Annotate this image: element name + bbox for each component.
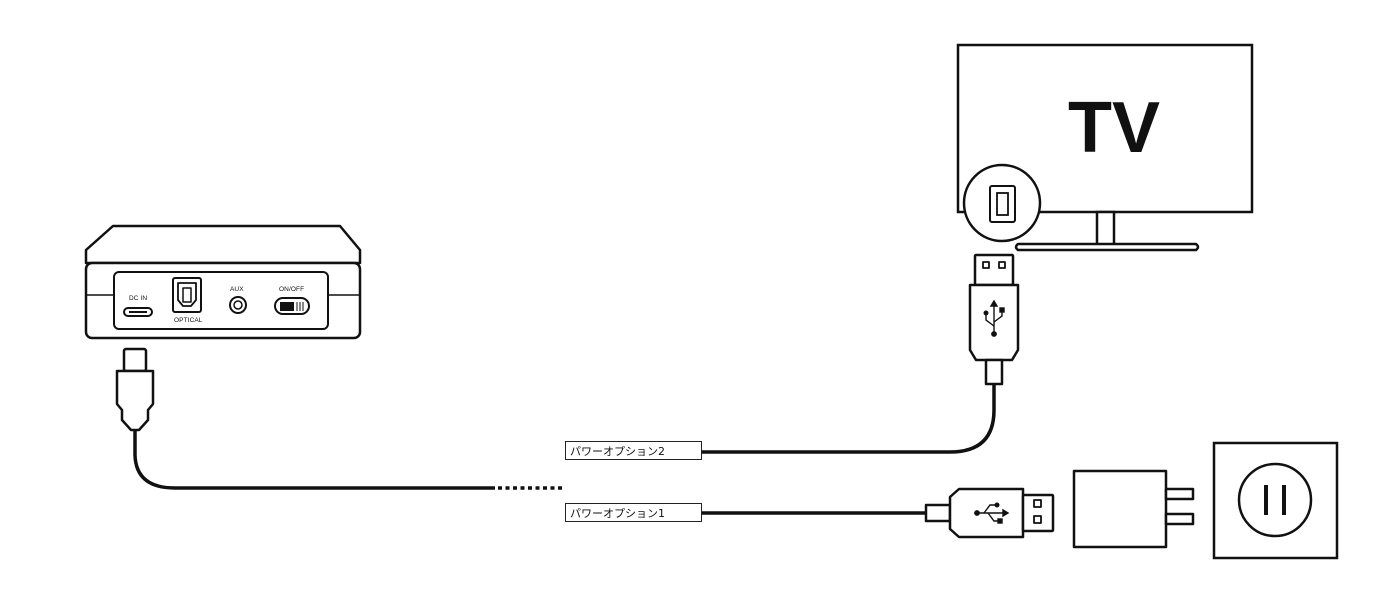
device-top-lid bbox=[84, 224, 362, 265]
tv bbox=[956, 43, 1254, 252]
device-cable bbox=[133, 430, 495, 490]
option2-cable bbox=[702, 384, 996, 454]
switch-label: ON/OFF bbox=[279, 286, 305, 293]
aux-label: AUX bbox=[230, 286, 244, 293]
usb-icon bbox=[983, 299, 1005, 337]
usb-a-plug-adapter bbox=[924, 487, 1055, 539]
usb-c-plug bbox=[115, 347, 155, 432]
port-panel bbox=[113, 271, 329, 330]
optical-label: OPTICAL bbox=[174, 317, 203, 324]
dc-in-label: DC IN bbox=[129, 295, 148, 302]
audio-device bbox=[84, 224, 362, 340]
usb-icon bbox=[974, 502, 1010, 524]
tv-stand bbox=[1014, 242, 1200, 252]
wall-outlet bbox=[1212, 441, 1339, 560]
power-adapter bbox=[1072, 469, 1195, 549]
power-option-2-label: パワーオプション2 bbox=[565, 441, 702, 460]
tv-label: TV bbox=[1068, 88, 1161, 168]
tv-neck bbox=[1095, 210, 1116, 248]
power-option-1-label: パワーオプション1 bbox=[565, 503, 702, 522]
